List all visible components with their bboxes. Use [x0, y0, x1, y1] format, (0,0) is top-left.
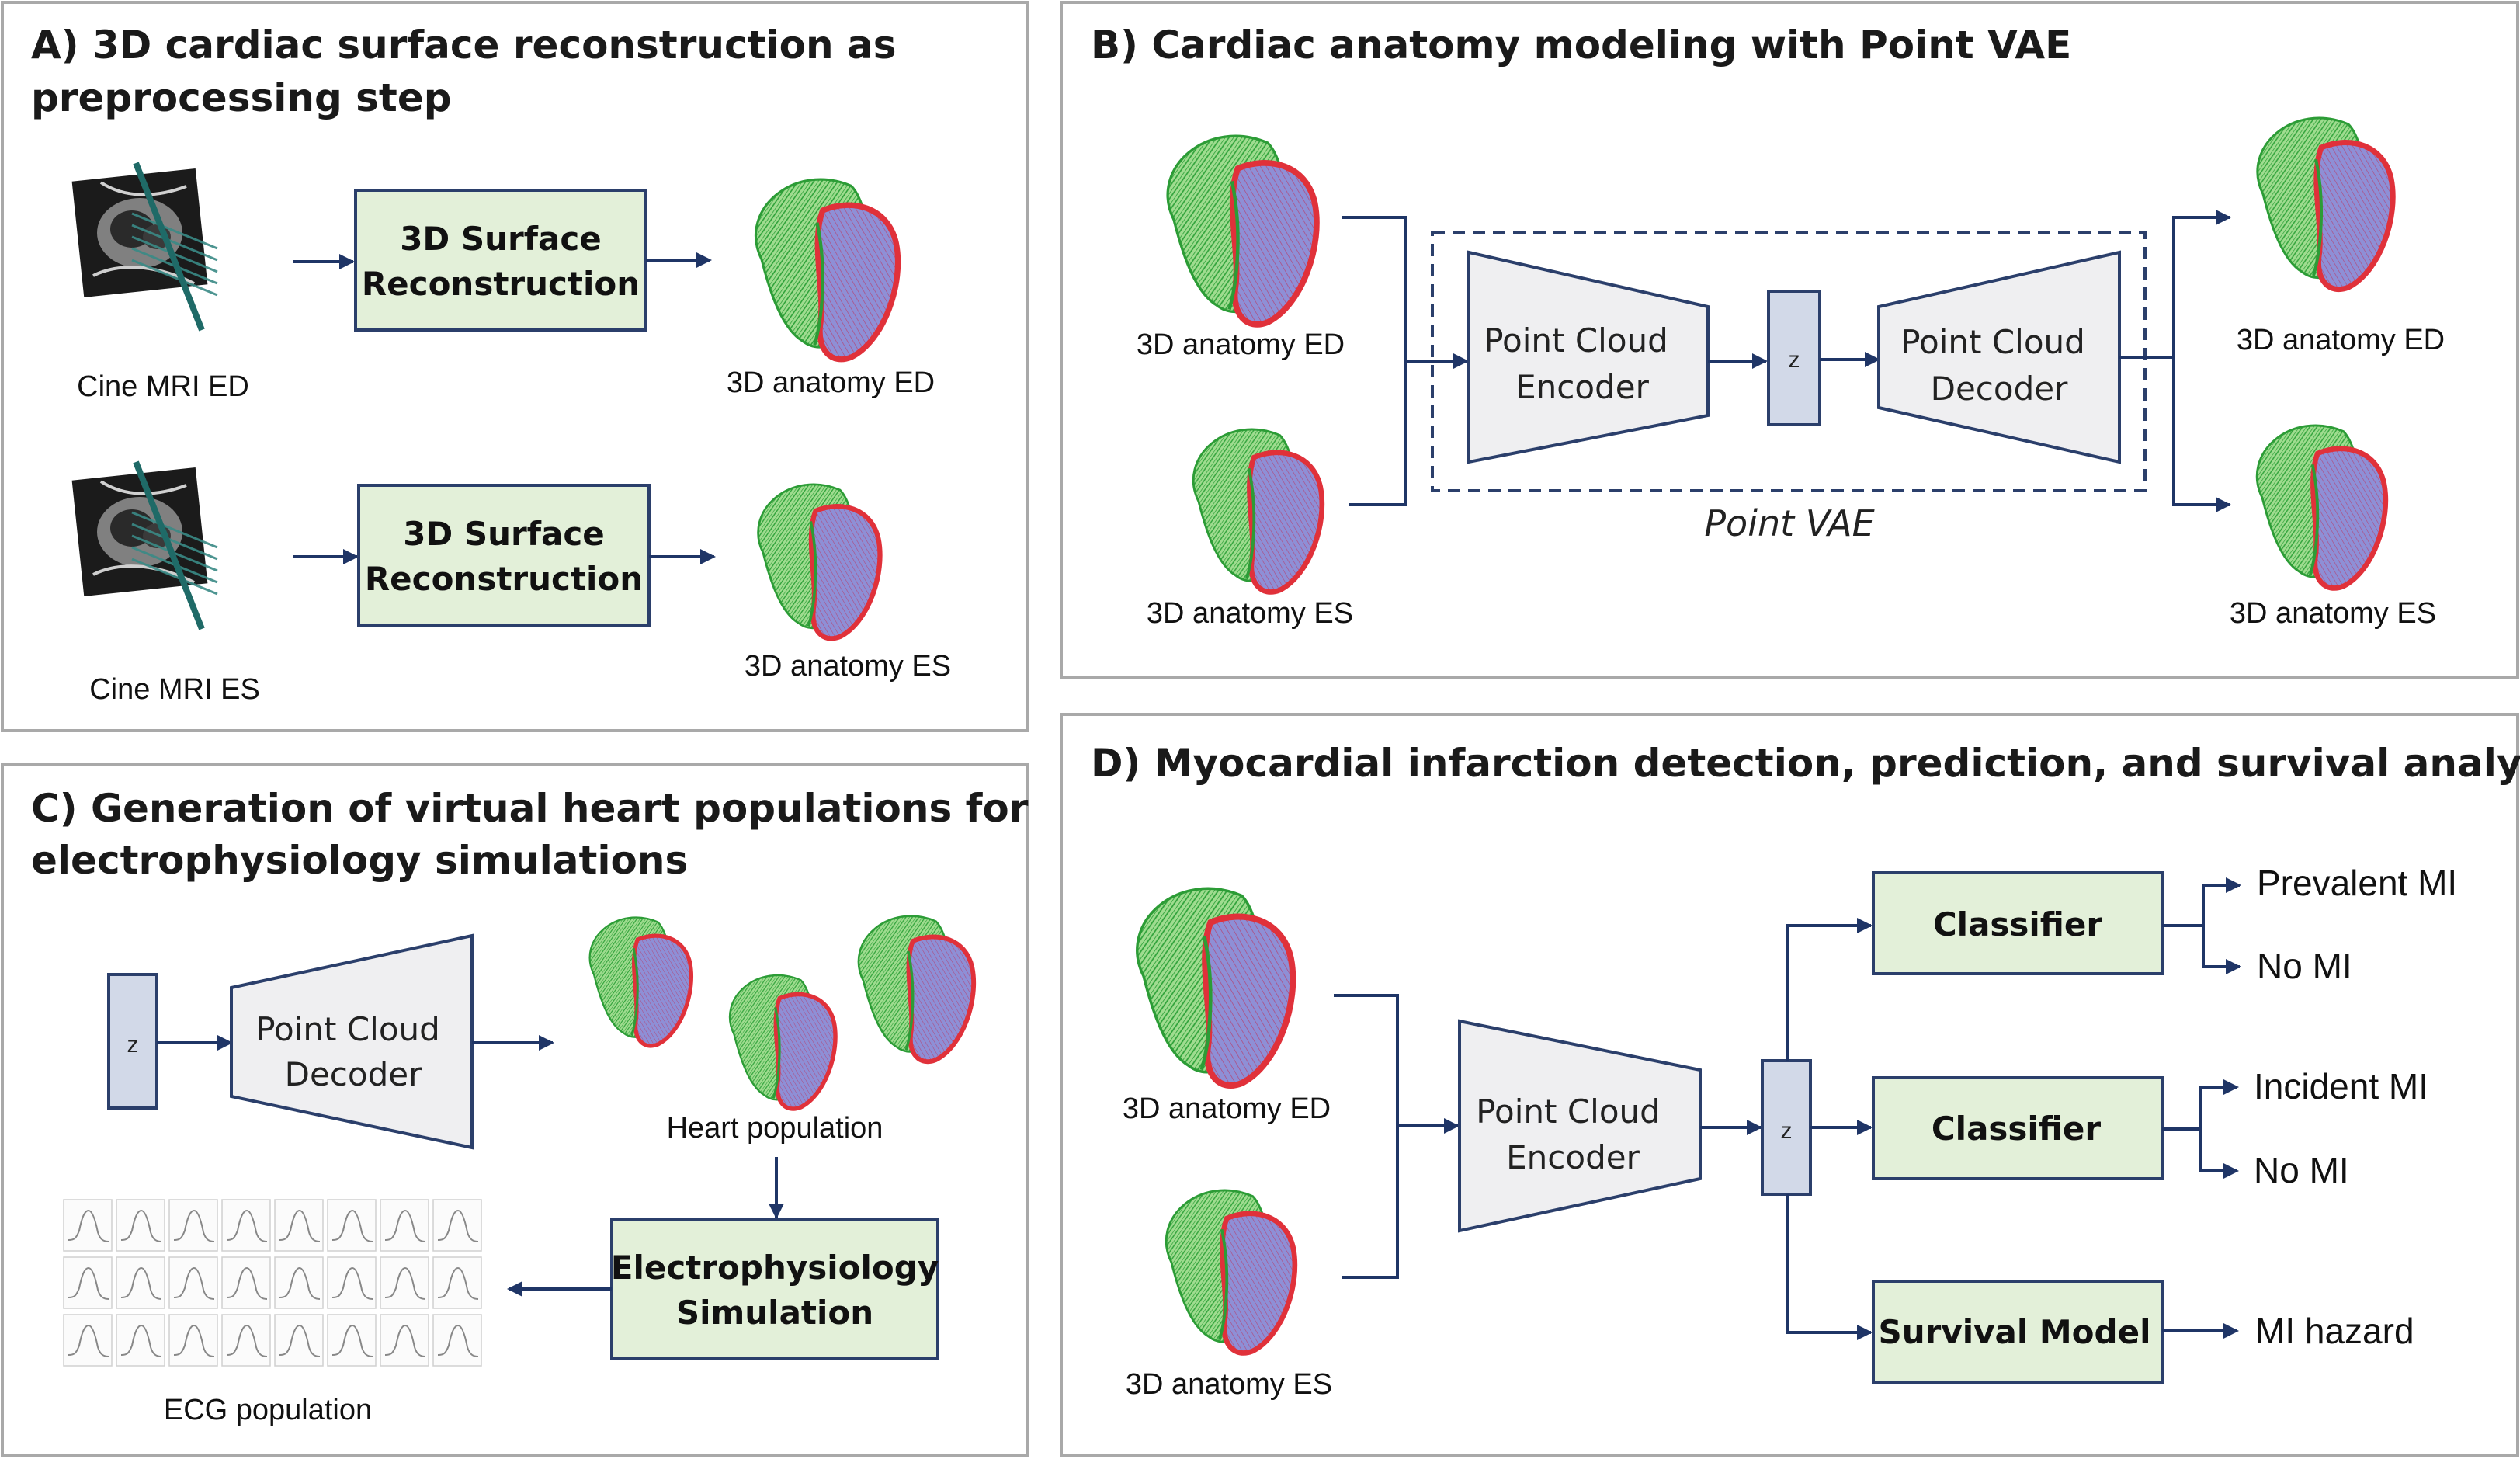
- point-vae-label: Point VAE: [1704, 502, 1874, 544]
- out-no-mi-2: No MI: [2254, 1150, 2349, 1190]
- arrow-b-out-es: [2172, 357, 2231, 512]
- out-incident: Incident MI: [2254, 1066, 2428, 1106]
- out-es-label-b: 3D anatomy ES: [2230, 597, 2436, 630]
- z-label-d: z: [1781, 1118, 1793, 1144]
- in-ed-label-b: 3D anatomy ED: [1137, 328, 1345, 361]
- z-label-c: z: [127, 1032, 139, 1058]
- out-ed-label-b: 3D anatomy ED: [2237, 324, 2445, 356]
- z-label-b: z: [1789, 347, 1800, 373]
- panel-c-title: C) Generation of virtual heart populatio…: [31, 786, 1029, 831]
- arrow-b-out-ed: [2172, 210, 2231, 357]
- connector-b-es: [1349, 361, 1407, 506]
- panel-b-title: B) Cardiac anatomy modeling with Point V…: [1091, 23, 2071, 68]
- surface-reconstruction-ed-box: [354, 189, 647, 332]
- out-hazard: MI hazard: [2255, 1311, 2414, 1351]
- classifier-1-label: Classifier: [1933, 905, 2103, 943]
- connector-d-ed: [1334, 994, 1399, 1126]
- surface-reconstruction-es-line2: Reconstruction: [365, 560, 643, 598]
- connector-b-ed: [1342, 216, 1407, 361]
- panel-a-title: A) 3D cardiac surface reconstruction as: [31, 23, 896, 68]
- panel-c-title-2: electrophysiology simulations: [31, 838, 688, 883]
- surface-reconstruction-es-box: [357, 484, 651, 627]
- decoder-c-line2: Decoder: [285, 1055, 422, 1093]
- classifier-2-label: Classifier: [1932, 1110, 2102, 1148]
- point-cloud-decoder-b: [1877, 250, 2121, 464]
- surface-reconstruction-es-line1: 3D Surface: [403, 515, 605, 553]
- in-es-label-b: 3D anatomy ES: [1147, 597, 1353, 630]
- anat-es-label-a: 3D anatomy ES: [745, 650, 951, 683]
- anat-ed-label-a: 3D anatomy ED: [727, 366, 935, 399]
- panel-d-title: D) Myocardial infarction detection, pred…: [1091, 741, 2520, 786]
- arrow-d-classifier1: [1786, 918, 1873, 1061]
- arrow-d-survival: [1786, 1194, 1873, 1340]
- encoder-b-line2: Encoder: [1515, 368, 1649, 406]
- classifier-2-box: [1872, 1076, 2164, 1180]
- encoder-d-line2: Encoder: [1506, 1138, 1640, 1176]
- encoder-b-line1: Point Cloud: [1484, 321, 1668, 360]
- decoder-b-line2: Decoder: [1931, 370, 2068, 408]
- arrow-d-prevalent: [2202, 877, 2241, 926]
- sim-line1: Electrophysiology: [611, 1249, 939, 1287]
- latent-z-c: [107, 973, 158, 1110]
- decoder-c-line1: Point Cloud: [255, 1010, 440, 1048]
- encoder-d-line1: Point Cloud: [1476, 1093, 1661, 1131]
- point-cloud-decoder-c: [230, 933, 474, 1150]
- decoder-b-line1: Point Cloud: [1900, 323, 2085, 361]
- arrow-d-incident: [2199, 1079, 2239, 1129]
- mri-ed-label: Cine MRI ED: [77, 370, 249, 403]
- panel-a-title-2: preprocessing step: [31, 75, 452, 120]
- point-cloud-encoder-d: [1458, 1019, 1702, 1233]
- connector-d-es: [1342, 1126, 1399, 1279]
- point-cloud-encoder-b: [1467, 250, 1710, 464]
- ecg-population-label: ECG population: [164, 1394, 372, 1426]
- surface-reconstruction-ed-line2: Reconstruction: [362, 265, 640, 303]
- heart-population-label: Heart population: [667, 1112, 883, 1145]
- in-ed-label-d: 3D anatomy ED: [1123, 1093, 1331, 1125]
- arrow-d-nomi-1: [2202, 926, 2241, 974]
- mri-es-label: Cine MRI ES: [89, 673, 260, 706]
- electrophysiology-simulation-box: [610, 1218, 939, 1360]
- in-es-label-d: 3D anatomy ES: [1126, 1368, 1332, 1401]
- sim-line2: Simulation: [676, 1294, 873, 1332]
- surface-reconstruction-ed-line1: 3D Surface: [400, 220, 602, 258]
- out-prevalent: Prevalent MI: [2257, 863, 2457, 903]
- out-no-mi-1: No MI: [2257, 946, 2352, 986]
- survival-model-label: Survival Model: [1879, 1313, 2151, 1351]
- arrow-d-nomi-2: [2199, 1129, 2239, 1179]
- survival-model-box: [1872, 1280, 2164, 1384]
- classifier-1-box: [1872, 871, 2164, 975]
